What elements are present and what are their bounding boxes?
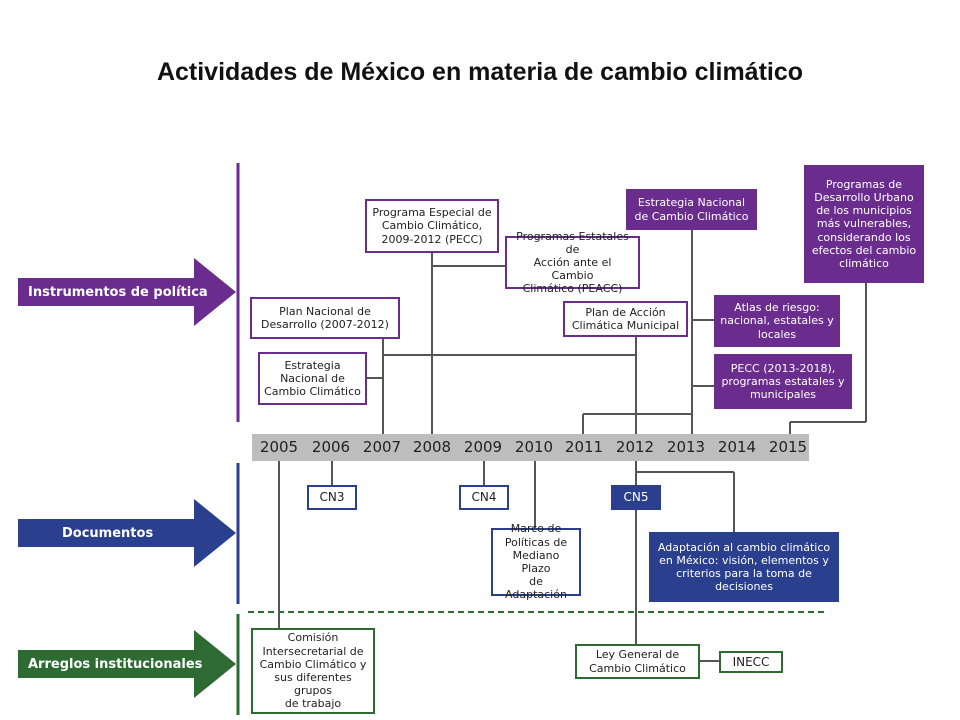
enacc-2007-box: Estrategia Nacional de Cambio Climático (258, 352, 367, 405)
year-label: 2006 (311, 438, 351, 456)
lgcc-box: Ley General de Cambio Climático (575, 644, 700, 679)
year-label: 2010 (514, 438, 554, 456)
page-title: Actividades de México en materia de camb… (156, 58, 804, 86)
year-label: 2005 (259, 438, 299, 456)
year-label: 2008 (412, 438, 452, 456)
instrumentos-label: Instrumentos de política (28, 285, 208, 300)
cn5-box: CN5 (611, 485, 661, 510)
documentos-label: Documentos (62, 526, 154, 541)
arreglos-label: Arreglos institucionales (28, 657, 203, 672)
year-label: 2011 (564, 438, 604, 456)
pnd-box: Plan Nacional de Desarrollo (2007-2012) (250, 297, 400, 339)
year-label: 2007 (362, 438, 402, 456)
year-label: 2009 (463, 438, 503, 456)
encc-2013-box: Estrategia Nacional de Cambio Climático (626, 189, 757, 230)
cn3-box: CN3 (307, 485, 357, 510)
instrumentos-arrow (18, 258, 238, 326)
pacmun-box: Plan de Acción Climática Municipal (563, 301, 688, 337)
peacc-box: Programas Estatales de Acción ante el Ca… (505, 230, 640, 295)
inecc-box: INECC (719, 651, 783, 673)
cicc-box: Comisión Intersecretarial de Cambio Clim… (251, 628, 375, 714)
year-label: 2015 (768, 438, 808, 456)
year-bar (252, 434, 809, 461)
cn4-box: CN4 (459, 485, 509, 510)
adaptacion-box: Adaptación al cambio climático en México… (649, 532, 839, 602)
arreglos-arrow (18, 630, 238, 698)
marco-box: Marco de Políticas de Mediano Plazo de A… (491, 522, 581, 601)
year-label: 2014 (717, 438, 757, 456)
pecc-2009-box: Programa Especial de Cambio Climático, 2… (365, 199, 499, 253)
year-label: 2012 (615, 438, 655, 456)
year-label: 2013 (666, 438, 706, 456)
pdu-box: Programas de Desarrollo Urbano de los mu… (804, 165, 924, 283)
atlas-box: Atlas de riesgo: nacional, estatales y l… (714, 295, 840, 347)
documentos-arrow (18, 499, 238, 567)
pecc-2013-box: PECC (2013-2018), programas estatales y … (714, 354, 852, 409)
